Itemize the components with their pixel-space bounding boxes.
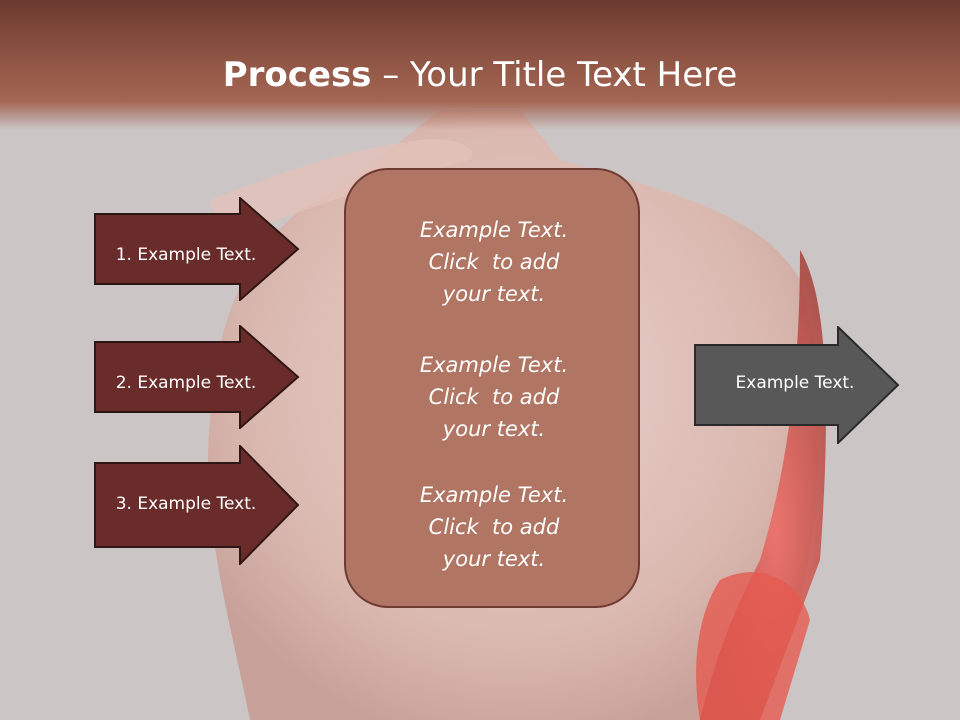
center-line: Example Text. — [419, 483, 569, 507]
left-arrow-1-label: 1. Example Text. — [115, 245, 257, 265]
center-text-block-1: Example Text. Click to add your text. — [346, 214, 642, 310]
center-line: Click to add — [428, 250, 560, 274]
title-rest: – Your Title Text Here — [371, 55, 738, 95]
left-arrow-3-label: 3. Example Text. — [115, 494, 257, 514]
center-text-box[interactable]: Example Text. Click to add your text. Ex… — [344, 168, 640, 608]
title-bold: Process — [222, 55, 372, 95]
left-arrow-2-label: 2. Example Text. — [115, 373, 257, 393]
left-arrow-3[interactable] — [94, 445, 300, 565]
center-line: your text. — [442, 417, 546, 441]
center-line: your text. — [442, 547, 546, 571]
center-line: Example Text. — [419, 218, 569, 242]
right-arrow-label: Example Text. — [735, 373, 855, 393]
center-line: Click to add — [428, 385, 560, 409]
center-text-block-3: Example Text. Click to add your text. — [346, 479, 642, 575]
center-line: Click to add — [428, 515, 560, 539]
center-line: your text. — [442, 282, 546, 306]
left-arrow-2[interactable] — [94, 325, 300, 429]
center-text-block-2: Example Text. Click to add your text. — [346, 349, 642, 445]
title-bar — [0, 0, 960, 130]
right-arrow[interactable] — [694, 326, 900, 444]
left-arrow-1[interactable] — [94, 197, 300, 301]
center-line: Example Text. — [419, 353, 569, 377]
slide-title[interactable]: Process – Your Title Text Here — [0, 52, 960, 98]
